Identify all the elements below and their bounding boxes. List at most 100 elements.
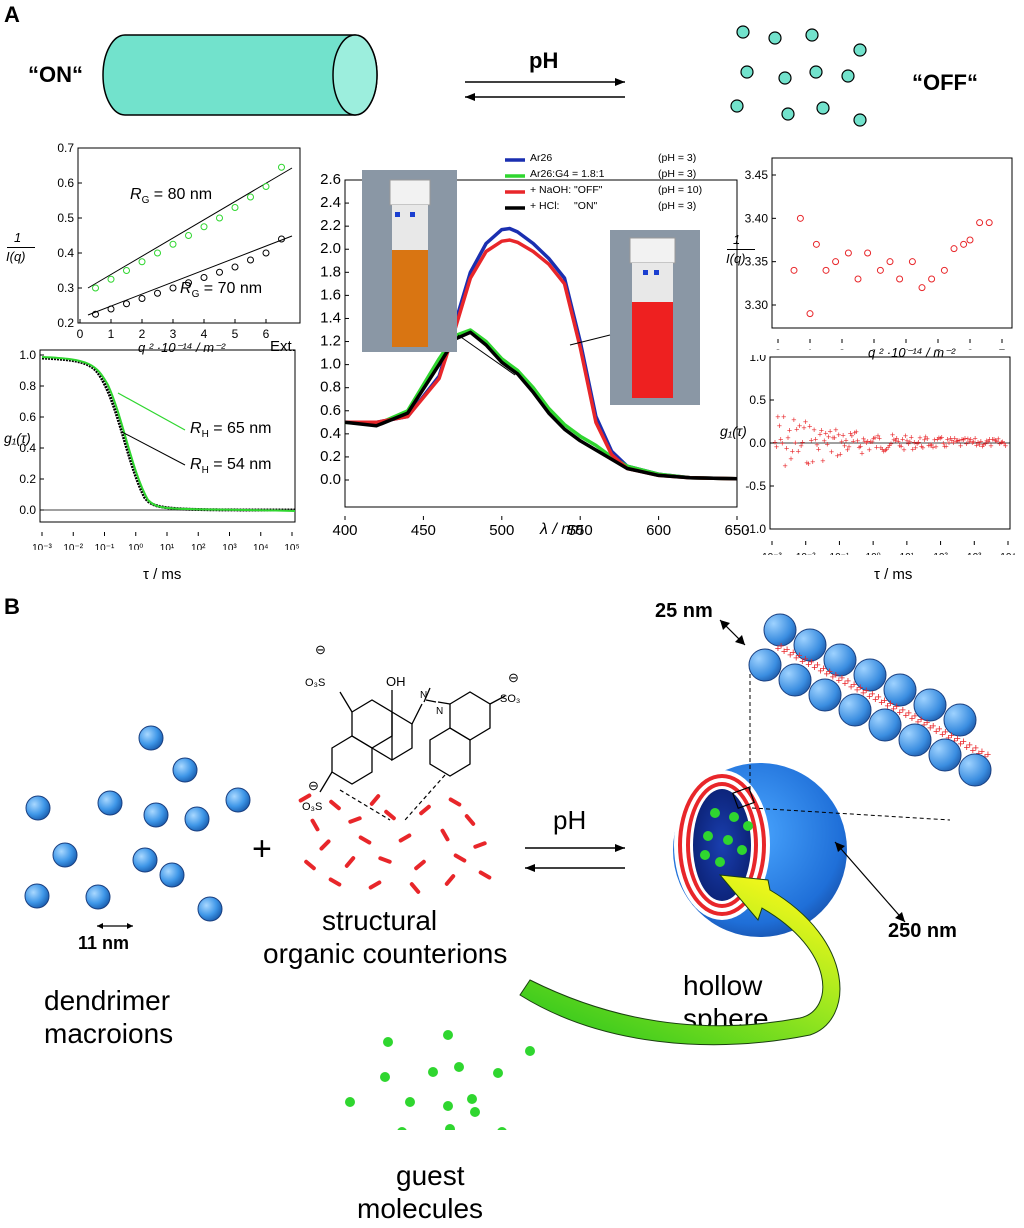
data-point: + [778,434,783,444]
data-point: + [822,436,827,446]
x-tick-label: 10⁴ [1000,552,1015,555]
on-label: “ON“ [28,62,83,87]
counterion-dash [409,882,421,894]
x-tick-label: 600 [646,522,671,539]
membrane-counterion: + [817,665,823,677]
y-tick-label: 0.8 [320,379,341,396]
membrane-counterion: + [854,684,860,696]
counterion-dash [448,797,462,807]
data-point: + [841,430,846,440]
data-point [928,275,936,283]
membrane-sphere [943,703,977,737]
membrane-counterion: + [890,704,896,716]
data-point: + [856,442,861,452]
membrane-counterion: + [875,692,881,704]
x-tick-label: 10⁻³ [762,552,782,555]
y-tick-label: 1.4 [320,309,341,326]
data-point: + [833,425,838,435]
uv-legend-item-3: + NaOH: "OFF" [530,184,603,196]
data-point [966,236,974,244]
data-point: + [854,427,859,437]
x-tick-label: 10³ [967,552,982,555]
counterion-dash [304,859,316,871]
data-point [262,183,270,190]
data-point: + [793,438,798,448]
dendrimer-spheres [24,725,251,922]
dendrimer-label-1: dendrimer [44,985,171,1016]
y-tick-label: 1.0 [320,356,341,373]
counterion-dash [440,828,450,842]
counterion-dash [478,870,492,880]
sls-on-xlabel: q ² ·10⁻¹⁴ / m⁻² [138,340,226,355]
sls-off-ylabel-num: 1 [733,232,741,247]
y-tick-label: -0.5 [745,479,766,493]
data-point: + [880,445,885,455]
data-point: + [849,431,854,441]
x-tick-label: 4 [903,347,910,350]
off-label: “OFF“ [912,70,978,95]
membrane-counterion: + [942,727,948,739]
data-point [812,240,820,248]
membrane-counterion: + [884,700,890,712]
membrane-counterion: + [970,745,976,757]
x-tick-label: 10⁰ [866,552,881,555]
data-point: + [867,445,872,455]
data-point: + [983,439,988,449]
data-point: + [835,451,840,461]
sls-on-rg70: RG = 70 nm [180,280,263,301]
x-tick-label: 7 [999,347,1006,350]
membrane-counterion: + [985,749,991,761]
data-point: + [800,437,805,447]
membrane-counterion: + [939,729,945,741]
membrane-counterion: + [963,742,969,754]
membrane-counterion: + [842,678,848,690]
data-point [154,289,161,297]
svg-text:N: N [420,690,427,701]
data-point: + [791,415,796,425]
svg-text:O₃S: O₃S [302,801,322,813]
uv-vis-chart: 0.00.20.40.60.81.01.21.41.61.82.02.22.42… [320,158,750,539]
counterion-dash [414,859,426,871]
data-point: + [926,440,931,450]
data-point: + [888,439,893,449]
counterion-dash [444,874,456,886]
data-point: + [801,423,806,433]
data-point [169,240,177,248]
sls-off-ylabel-bar [727,249,755,250]
counterion-dash [473,841,487,849]
y-tick-label: 3.45 [745,168,769,182]
x-tick-label: 10¹ [900,552,915,555]
data-point [896,275,904,283]
data-point: + [788,454,793,464]
membrane-counterion: + [814,660,820,672]
data-point [200,274,208,281]
y-tick-label: 0.6 [320,402,341,419]
uv-legend-ph-2: (pH = 3) [658,168,697,180]
data-point [231,263,239,271]
data-point: + [991,434,996,444]
equilibrium-arrows-bottom [525,844,625,872]
data-point: + [916,438,921,448]
x-tick-label: 10⁰ [128,543,143,550]
y-tick-label: 0.5 [57,211,74,225]
counterion-dash [464,814,476,826]
cylinder-on-illustration [102,34,378,116]
x-tick-label: 4 [201,327,208,341]
membrane-counterion: + [954,733,960,745]
data-point [790,266,798,274]
data-point: + [785,433,790,443]
x-tick-label: 10² [191,543,206,550]
data-point: + [814,440,819,450]
data-point [92,284,99,292]
x-tick-label: 450 [411,522,436,539]
uv-legend-item-4: + HCl: "ON" [530,200,598,212]
x-tick-label: 10⁴ [253,543,268,550]
membrane-counterion: + [973,743,979,755]
membrane-counterion: + [903,710,909,722]
data-point: + [899,442,904,452]
data-point: + [914,439,919,449]
data-point [107,275,115,283]
membrane-counterion: + [872,694,878,706]
data-point: + [777,421,782,431]
membrane-counterion: + [909,713,915,725]
